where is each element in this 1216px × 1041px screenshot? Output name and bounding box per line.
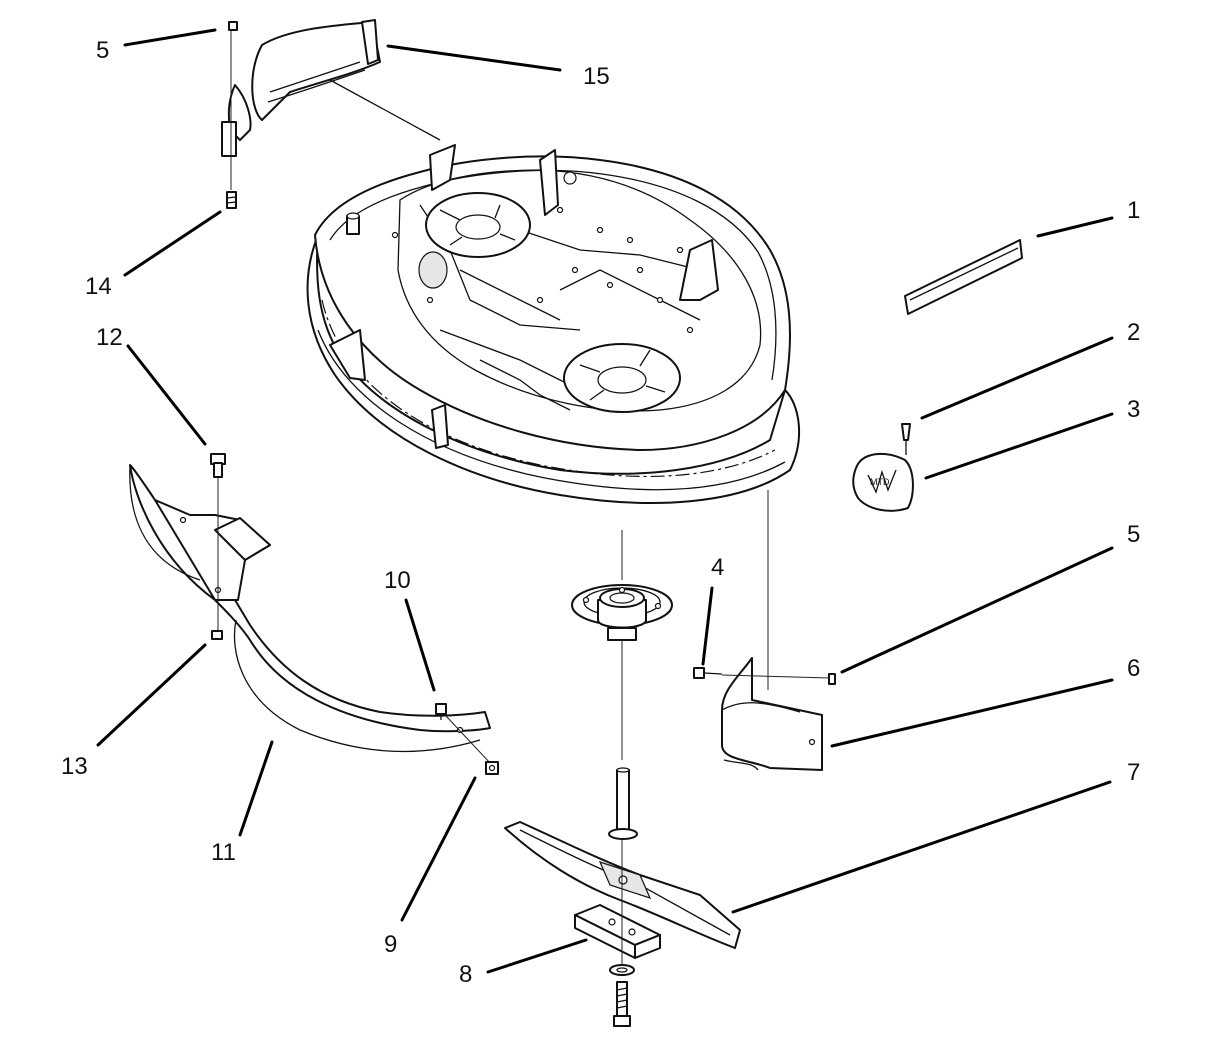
callout-8: 8	[459, 961, 472, 988]
part-10-bolt	[435, 703, 493, 766]
part-4-bolt	[693, 667, 831, 679]
callout-6: 6	[1127, 655, 1140, 682]
callout-2: 2	[1127, 319, 1140, 346]
part-5-nut-right	[828, 673, 836, 685]
left-spindle-opening	[425, 192, 531, 258]
spindle-shaft	[608, 767, 638, 840]
emblem-text: MTD	[870, 477, 890, 487]
blade-bolt	[609, 840, 635, 1027]
part-5-nut-top	[228, 21, 238, 31]
right-spindle-opening	[563, 343, 681, 413]
part-15-chute-deflector	[221, 19, 441, 157]
callout-5-top: 5	[96, 37, 109, 64]
callout-7: 7	[1127, 759, 1140, 786]
callout-4: 4	[711, 554, 724, 581]
part-12-bolt	[210, 453, 226, 630]
part-13-nut	[211, 630, 223, 640]
callout-15: 15	[583, 63, 610, 90]
part-3-emblem: MTD	[852, 452, 914, 512]
callout-9: 9	[384, 931, 397, 958]
callout-labels: 5 15 14 1 2 3 12 5 4 10 6 13 7 11 9 8	[61, 37, 1140, 988]
part-1-decal	[904, 239, 1023, 315]
part-6-deflector	[721, 490, 823, 771]
callout-11: 11	[211, 839, 236, 866]
callout-12: 12	[96, 324, 123, 351]
part-2-screw	[901, 423, 911, 455]
callout-5-right: 5	[1127, 521, 1140, 548]
part-9-nut	[485, 761, 499, 775]
part-8-adapter	[574, 904, 661, 959]
callout-14: 14	[85, 273, 112, 300]
part-11-baffle	[129, 464, 491, 753]
mower-deck-housing	[306, 144, 801, 504]
callout-13: 13	[61, 753, 88, 780]
callout-10: 10	[384, 567, 411, 594]
callout-3: 3	[1127, 396, 1140, 423]
part-14-screw	[226, 30, 237, 209]
callout-1: 1	[1127, 197, 1140, 224]
leader-lines	[96, 28, 1114, 974]
spindle-housing	[571, 530, 673, 760]
